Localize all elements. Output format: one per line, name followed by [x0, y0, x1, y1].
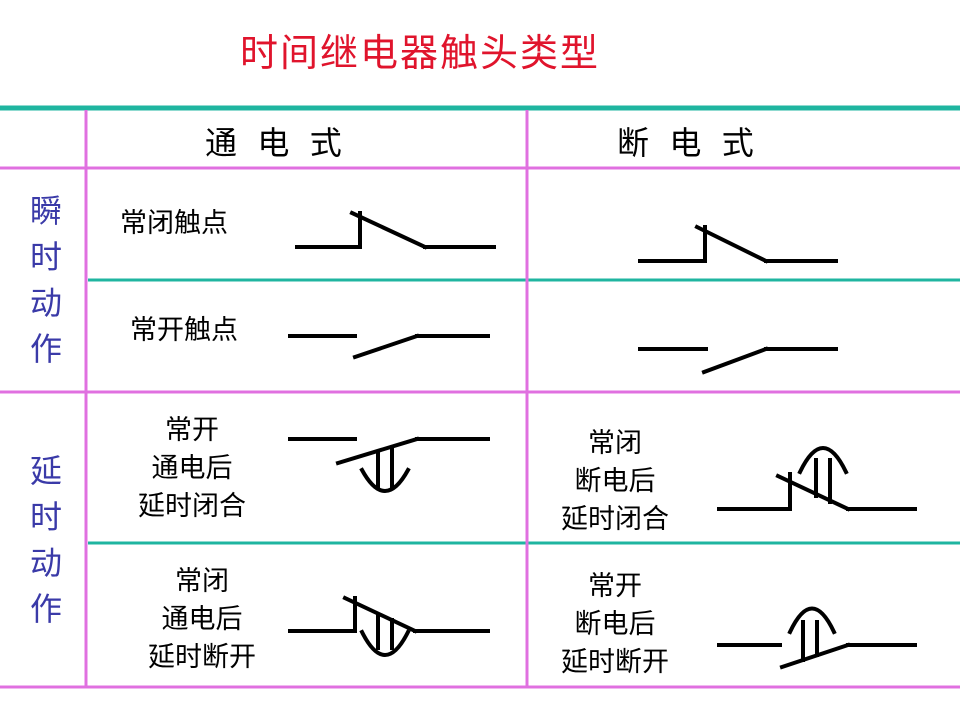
- delay-nc-deenergize-contact-icon: [717, 446, 917, 512]
- column-header-energize: 通 电 式: [205, 124, 342, 162]
- instant-no-contact-energize-icon: [288, 333, 490, 360]
- group-label-delayed: 延时动作: [29, 452, 62, 628]
- delay-no-energize-contact-icon: [288, 436, 490, 493]
- delay-no-deenergize-contact-icon: [717, 606, 917, 670]
- column-header-deenergize: 断 电 式: [617, 124, 754, 162]
- label-instant-nc: 常闭触点: [120, 208, 228, 239]
- instant-no-contact-deenergize-icon: [638, 346, 838, 375]
- delay-nc-energize-contact-icon: [288, 595, 490, 657]
- label-delay-no-on: 常开 通电后 延时闭合: [138, 415, 246, 522]
- label-delay-no-off: 常开 断电后 延时断开: [561, 571, 669, 678]
- instant-nc-contact-energize-icon: [295, 210, 496, 250]
- label-delay-nc-off: 常闭 断电后 延时闭合: [561, 428, 669, 535]
- label-instant-no: 常开触点: [130, 315, 238, 346]
- label-delay-nc-on: 常闭 通电后 延时断开: [148, 566, 256, 673]
- page-title: 时间继电器触头类型: [239, 31, 600, 75]
- group-label-instant: 瞬时动作: [29, 192, 62, 368]
- instant-nc-contact-deenergize-icon: [638, 224, 838, 264]
